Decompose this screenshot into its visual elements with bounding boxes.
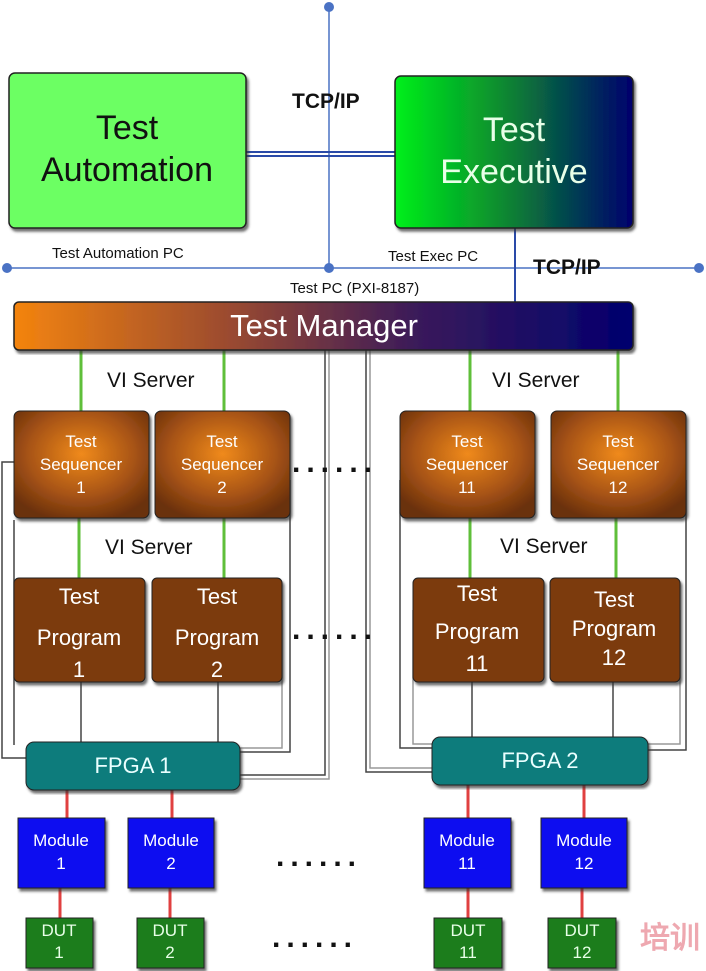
- box-label: FPGA 2: [501, 748, 578, 773]
- box-label: DUT: [153, 921, 188, 940]
- dut-12: DUT 12: [547, 917, 617, 969]
- test-manager-bar: Test Manager: [13, 301, 634, 351]
- module-11: Module 11: [423, 817, 512, 889]
- node-dot: [324, 2, 334, 12]
- box-label: DUT: [42, 921, 77, 940]
- test-manager-label: Test Manager: [230, 308, 418, 343]
- sequencer-2: Test Sequencer 2: [154, 410, 291, 519]
- box-label: 1: [54, 943, 63, 962]
- network-nodes: [2, 2, 704, 273]
- program-12: Test Program 12: [549, 577, 681, 683]
- box-label: Test: [594, 587, 634, 612]
- module-12: Module 12: [540, 817, 628, 889]
- automation-title-line1: Test: [96, 109, 159, 147]
- node-dot: [2, 263, 12, 273]
- box-label: 12: [573, 943, 592, 962]
- box-label: 11: [458, 854, 476, 873]
- box-label: 2: [217, 478, 226, 497]
- box-label: 11: [458, 478, 476, 497]
- box-label: FPGA 1: [94, 753, 171, 778]
- node-dot: [694, 263, 704, 273]
- box-label: Program: [572, 616, 656, 641]
- dut-11: DUT 11: [433, 917, 503, 969]
- box-label: Program: [37, 625, 121, 650]
- box-label: Module: [439, 831, 495, 850]
- exec-pc-label: Test Exec PC: [388, 248, 478, 265]
- module-1: Module 1: [17, 817, 106, 889]
- automation-pc-label: Test Automation PC: [52, 245, 184, 262]
- tcpip-label: TCP/IP: [533, 256, 601, 279]
- vi-server-label: VI Server: [107, 369, 195, 392]
- fpga-2: FPGA 2: [431, 736, 649, 786]
- box-label: Module: [556, 831, 612, 850]
- dut-2: DUT 2: [136, 917, 205, 969]
- watermark: 培训: [640, 921, 700, 955]
- vi-server-label: VI Server: [105, 536, 193, 559]
- box-label: DUT: [451, 921, 486, 940]
- tcpip-label: TCP/IP: [292, 90, 360, 113]
- box-label: 2: [211, 657, 223, 682]
- box-label: 1: [56, 854, 65, 873]
- test-automation-box: Test Automation: [8, 72, 247, 229]
- io-links: [58, 785, 586, 918]
- network-lines: [7, 7, 700, 302]
- ellipsis: ......: [272, 921, 358, 954]
- box-label: Test: [197, 584, 237, 609]
- box-label: 12: [602, 645, 626, 670]
- box-label: Test: [451, 432, 482, 451]
- ellipsis: ......: [292, 446, 378, 479]
- vi-server-label: VI Server: [500, 535, 588, 558]
- box-label: Test: [602, 432, 633, 451]
- box-label: DUT: [565, 921, 600, 940]
- program-1: Test Program 1: [13, 577, 146, 683]
- executive-title-line1: Test: [483, 111, 546, 149]
- box-label: Test: [65, 432, 96, 451]
- program-2: Test Program 2: [151, 577, 283, 683]
- box-label: Sequencer: [577, 455, 660, 474]
- box-label: Sequencer: [426, 455, 509, 474]
- box-label: Test: [457, 581, 497, 606]
- ellipsis: ......: [276, 840, 362, 873]
- vi-server-links: [77, 350, 620, 578]
- automation-title-line2: Automation: [41, 151, 213, 189]
- box-label: 12: [575, 854, 594, 873]
- dut-1: DUT 1: [25, 917, 94, 969]
- ellipsis: ......: [292, 613, 378, 646]
- sequencer-12: Test Sequencer 12: [550, 410, 687, 519]
- sequencer-11: Test Sequencer 11: [399, 410, 536, 519]
- box-label: 11: [466, 651, 489, 676]
- vi-server-label: VI Server: [492, 369, 580, 392]
- box-label: Test: [59, 584, 99, 609]
- box-label: Test: [206, 432, 237, 451]
- box-label: 1: [76, 478, 85, 497]
- executive-title-line2: Executive: [440, 153, 587, 191]
- box-label: Module: [33, 831, 89, 850]
- test-pc-label: Test PC (PXI-8187): [290, 280, 419, 297]
- box-label: 1: [73, 657, 85, 682]
- box-label: 12: [609, 478, 628, 497]
- test-executive-box: Test Executive: [394, 75, 634, 229]
- sequencer-1: Test Sequencer 1: [13, 410, 150, 519]
- box-label: Program: [435, 619, 519, 644]
- program-11: Test Program 11: [412, 577, 545, 683]
- box-label: 2: [166, 854, 175, 873]
- fpga-1: FPGA 1: [25, 741, 241, 791]
- box-label: Program: [175, 625, 259, 650]
- box-label: 2: [165, 943, 174, 962]
- box-label: 11: [459, 943, 477, 962]
- box-label: Sequencer: [181, 455, 264, 474]
- node-dot: [324, 263, 334, 273]
- box-label: Sequencer: [40, 455, 123, 474]
- box-label: Module: [143, 831, 199, 850]
- module-2: Module 2: [127, 817, 215, 889]
